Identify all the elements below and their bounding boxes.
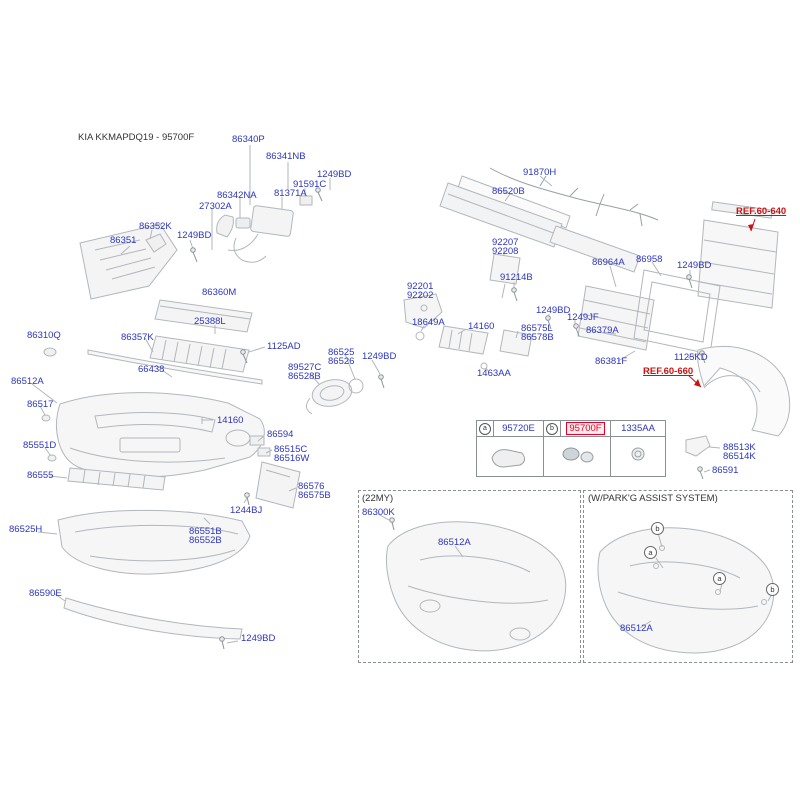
part-label[interactable]: 14160 — [217, 415, 244, 426]
part-label[interactable]: 86958 — [636, 254, 663, 265]
marker-b-icon: b — [546, 423, 558, 435]
part-label[interactable]: 1249BD — [677, 260, 712, 271]
part-label[interactable]: 14160 — [468, 321, 495, 332]
part-label[interactable]: 1249JF — [567, 312, 599, 323]
part-label[interactable]: 86342NA — [217, 190, 257, 201]
part-label[interactable]: 86516W — [274, 453, 310, 464]
part-label[interactable]: 86512A — [11, 376, 44, 387]
part-label[interactable]: 25388L — [194, 316, 226, 327]
grommet-drawing — [610, 436, 666, 477]
part-label[interactable]: 86964A — [592, 257, 625, 268]
part-label[interactable]: 89527C — [288, 362, 322, 373]
part-label[interactable]: 86575B — [298, 490, 331, 501]
diagram-note: (22MY) — [362, 493, 394, 504]
part-label[interactable]: 66438 — [138, 364, 165, 375]
part-label[interactable]: 86526 — [328, 356, 355, 367]
part-label[interactable]: 86310Q — [27, 330, 61, 341]
part-label[interactable]: 1125AD — [267, 341, 301, 352]
ref-link[interactable]: REF.60-640 — [736, 206, 787, 217]
part-label[interactable]: 86300K — [362, 507, 395, 518]
part-label[interactable]: 85551D — [23, 440, 57, 451]
part-label[interactable]: 91214B — [500, 272, 533, 283]
part-label[interactable]: 1125KD — [674, 352, 708, 363]
part-label[interactable]: 86340P — [232, 134, 265, 145]
part-label[interactable]: 27302A — [199, 201, 232, 212]
part-label[interactable]: 91591C — [293, 179, 327, 190]
part-label[interactable]: 1463AA — [477, 368, 511, 379]
part-label[interactable]: 18649A — [412, 317, 445, 328]
part-label[interactable]: 1244BJ — [230, 505, 263, 516]
part-label[interactable]: 92202 — [407, 290, 434, 301]
part-label[interactable]: 1249BD — [317, 169, 352, 180]
part-label[interactable]: 86575L — [521, 323, 553, 334]
diagram-title: KIA KKMAPDQ19 - 95700F — [78, 132, 195, 143]
part-label[interactable]: 86514K — [723, 451, 756, 462]
part-label[interactable]: 86520B — [492, 186, 525, 197]
part-label[interactable]: 1249BD — [241, 633, 276, 644]
diagram-note: (W/PARK'G ASSIST SYSTEM) — [588, 493, 718, 504]
part-label[interactable]: 86341NB — [266, 151, 306, 162]
part-label[interactable]: 86591 — [712, 465, 739, 476]
callout-marker-a: a — [644, 546, 657, 559]
legend-part-1335aa[interactable]: 1335AA — [610, 420, 666, 437]
part-label[interactable]: 86381F — [595, 356, 628, 367]
legend-key-b: b — [543, 420, 561, 437]
legend-key-a: a — [476, 420, 494, 437]
part-label[interactable]: 86590E — [29, 588, 62, 599]
legend-header-row: a 95720E b 95700F 1335AA — [476, 420, 666, 437]
part-label[interactable]: 1249BD — [362, 351, 397, 362]
part-label[interactable]: 86525H — [9, 524, 43, 535]
part-label[interactable]: 86512A — [438, 537, 471, 548]
part-label[interactable]: 1249BD — [536, 305, 571, 316]
option-box-parking-assist — [583, 490, 793, 663]
sensor-holder-drawing — [476, 436, 544, 477]
marker-a-icon: a — [479, 423, 491, 435]
part-label[interactable]: 86555 — [27, 470, 54, 481]
part-label[interactable]: 81371A — [274, 188, 307, 199]
part-label[interactable]: 86528B — [288, 371, 321, 382]
part-label[interactable]: 91870H — [523, 167, 557, 178]
legend-drawings-row — [476, 436, 666, 477]
part-label[interactable]: 86379A — [586, 325, 619, 336]
part-label[interactable]: 86578B — [521, 332, 554, 343]
part-label[interactable]: 86552B — [189, 535, 222, 546]
highlighted-part-number[interactable]: 95700F — [566, 422, 605, 435]
parking-sensor-drawing — [543, 436, 611, 477]
callout-marker-b: b — [651, 522, 664, 535]
legend-part-95720e[interactable]: 95720E — [493, 420, 544, 437]
part-label[interactable]: 86360M — [202, 287, 237, 298]
part-label[interactable]: 86576 — [298, 481, 325, 492]
part-label[interactable]: 86517 — [27, 399, 54, 410]
part-label[interactable]: 86351 — [110, 235, 137, 246]
part-label[interactable]: 86357K — [121, 332, 154, 343]
part-label[interactable]: 88513K — [723, 442, 756, 453]
part-label[interactable]: 92208 — [492, 246, 519, 257]
part-label[interactable]: 86512A — [620, 623, 653, 634]
option-box-22my — [358, 490, 581, 663]
part-label[interactable]: 86551B — [189, 526, 222, 537]
part-label[interactable]: 92207 — [492, 237, 519, 248]
part-label[interactable]: 86525 — [328, 347, 355, 358]
legend-table: a 95720E b 95700F 1335AA — [476, 420, 666, 477]
part-label[interactable]: 92201 — [407, 281, 434, 292]
part-label[interactable]: 86352K — [139, 221, 172, 232]
callout-marker-b: b — [766, 583, 779, 596]
callout-marker-a: a — [713, 572, 726, 585]
part-label[interactable]: 86515C — [274, 444, 308, 455]
ref-link[interactable]: REF.60-660 — [643, 366, 694, 377]
part-label[interactable]: 86594 — [267, 429, 294, 440]
legend-part-95700f[interactable]: 95700F — [560, 420, 611, 437]
part-label[interactable]: 1249BD — [177, 230, 212, 241]
